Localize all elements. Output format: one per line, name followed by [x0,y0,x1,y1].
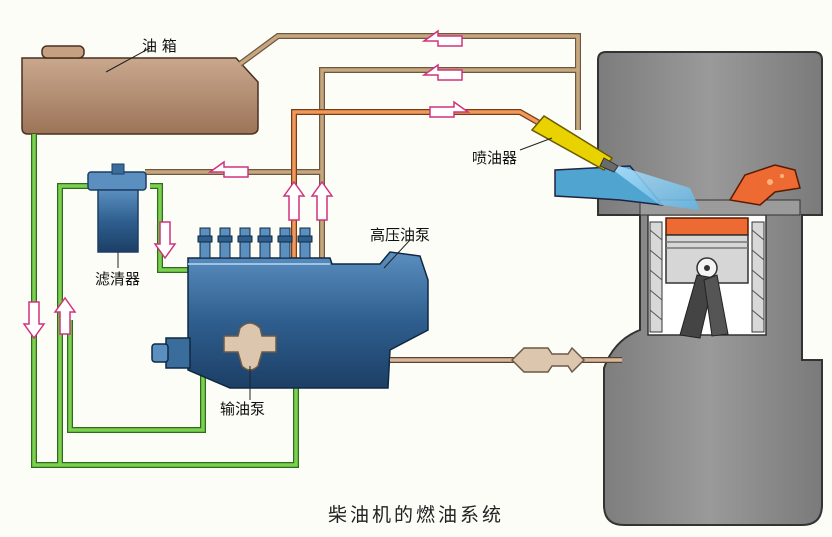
fuel-tank-label: 油 箱 [142,37,177,55]
filter-label: 滤清器 [95,270,141,288]
diagram-caption: 柴油机的燃油系统 [327,504,504,526]
injector-label: 喷油器 [472,149,518,167]
piston [665,217,749,339]
exhaust-port [728,164,801,206]
drive-coupling [390,346,622,374]
fuel-filter [87,163,147,268]
fuel-spray [600,160,700,210]
fuel-tank [21,45,259,135]
transfer-pump-label: 输油泵 [220,400,266,418]
high-pressure-pump-label: 高压油泵 [370,226,431,244]
transfer-pump [223,322,277,400]
flow-arrows [22,29,471,340]
high-pressure-pump [151,227,429,389]
injector [519,115,619,173]
